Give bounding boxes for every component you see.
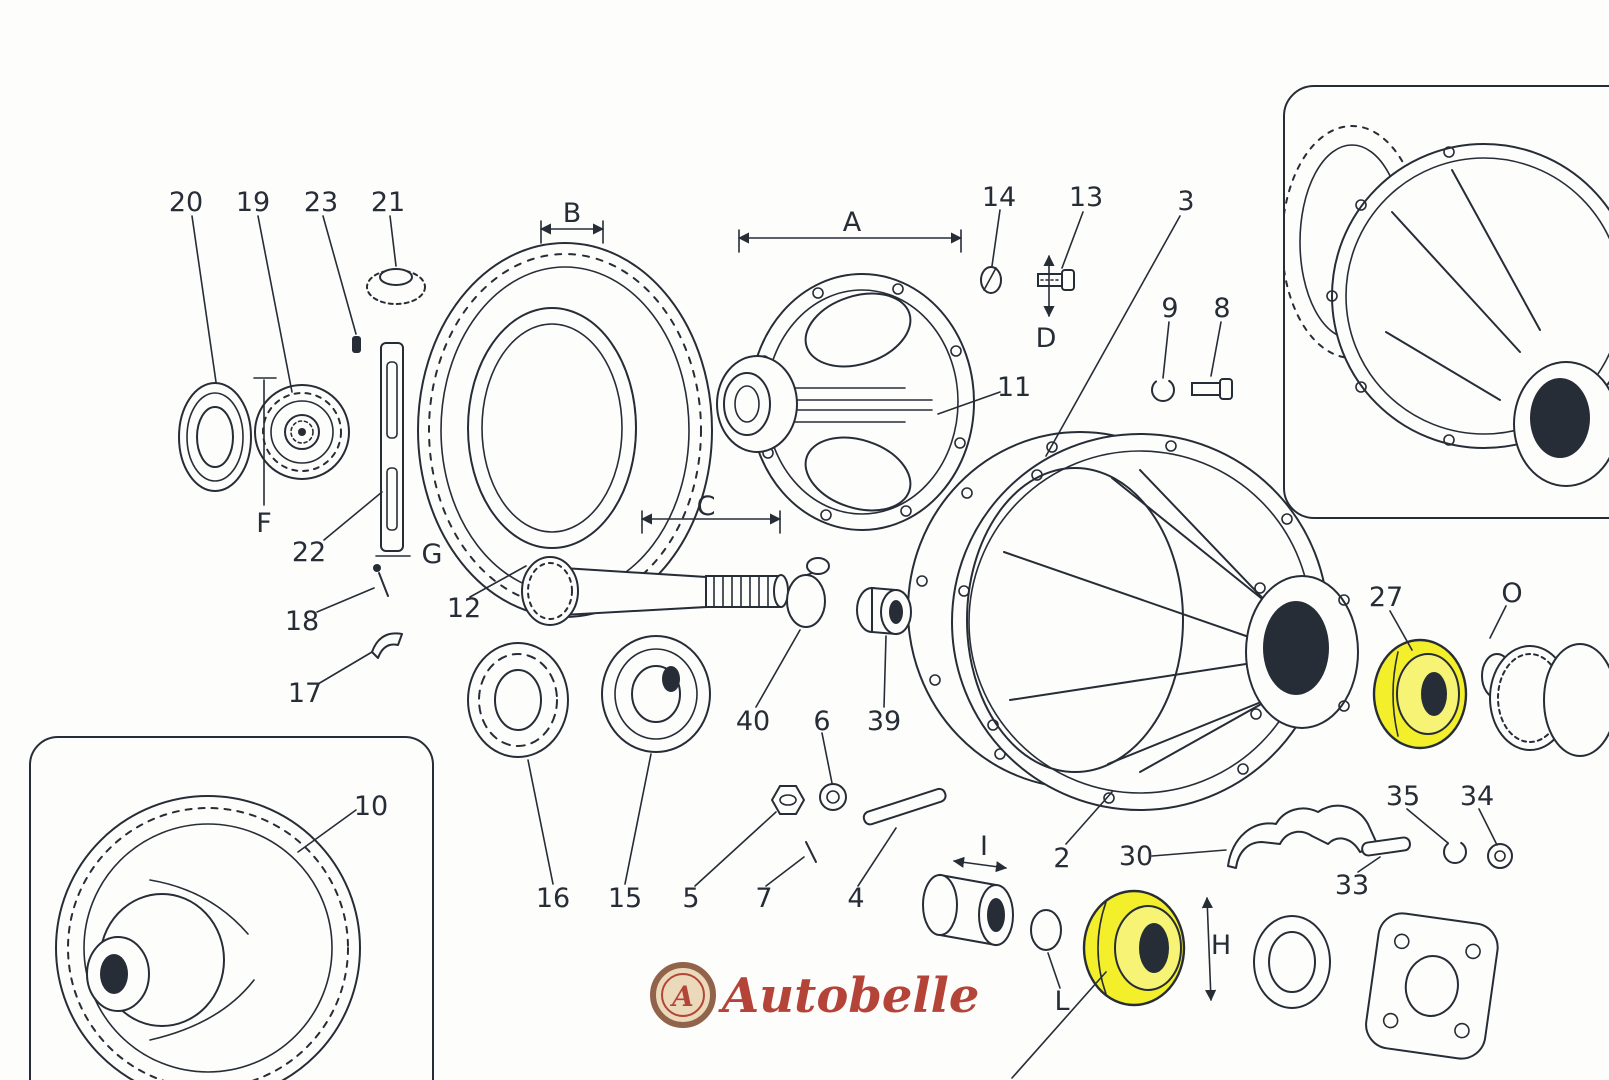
part-label-9: 9: [1161, 293, 1178, 324]
part-label-23: 23: [304, 187, 338, 218]
autobelle-monogram: A: [669, 980, 694, 1013]
part-label-11: 11: [997, 372, 1031, 403]
ref-label-C: C: [697, 491, 716, 522]
part-label-27: 27: [1369, 582, 1403, 613]
part-label-20: 20: [169, 187, 203, 218]
oil-seal: [1253, 915, 1331, 1009]
ref-label-O: O: [1501, 578, 1522, 609]
part-label-18: 18: [285, 606, 319, 637]
part-label-17: 17: [288, 678, 322, 709]
lock-pin-23: [352, 336, 361, 353]
dimension-lines: [253, 220, 1217, 1002]
part-label-3: 3: [1177, 186, 1194, 217]
part-label-13: 13: [1069, 182, 1103, 213]
part-label-34: 34: [1460, 781, 1494, 812]
roller-bearing-16: [467, 642, 569, 758]
ref-label-B: B: [563, 198, 582, 229]
pinion-bevel-gear-21: [366, 268, 426, 305]
crown-ring-gear: [417, 242, 713, 618]
oil-slinger-40: [786, 557, 830, 628]
autobelle-brand-text: Autobelle: [718, 968, 979, 1024]
part-label-10: 10: [354, 791, 388, 822]
ref-label-G: G: [422, 539, 443, 570]
part-label-15: 15: [608, 883, 642, 914]
pinion-nut-5: [770, 785, 806, 815]
part-label-14: 14: [982, 182, 1016, 213]
ball-bearing-15: [601, 635, 711, 753]
backing-plate: [1365, 912, 1499, 1060]
part-label-21: 21: [371, 187, 405, 218]
part-label-5: 5: [682, 883, 699, 914]
spacer-cylinder-I: [922, 873, 1014, 947]
bearing-hub-highlighted: [1082, 889, 1186, 1007]
part-label-16: 16: [536, 883, 570, 914]
autobelle-watermark: A Autobelle: [650, 962, 979, 1028]
part-label-40: 40: [736, 706, 770, 737]
inset-border: [29, 736, 434, 1080]
shaft-plate-22: [380, 342, 404, 552]
nut-34: [1487, 843, 1513, 869]
snap-ring-9: [1151, 378, 1175, 402]
lock-tab-17: [371, 632, 403, 659]
clip-14: [980, 266, 1002, 294]
washer-6: [819, 783, 847, 811]
pinion-shaft: [521, 556, 789, 626]
inset-panel-bottom-left: [29, 736, 434, 1080]
part-label-4: 4: [847, 883, 864, 914]
ref-label-I: I: [980, 831, 988, 862]
part-label-30: 30: [1119, 841, 1153, 872]
dowel-pin-33: [1361, 836, 1411, 857]
bolt-13: [1037, 269, 1075, 291]
axle-housing: [951, 433, 1359, 811]
part-label-19: 19: [236, 187, 270, 218]
thrust-washer-20: [178, 382, 252, 492]
part-label-39: 39: [867, 706, 901, 737]
ref-label-L: L: [1054, 986, 1069, 1017]
cotter-pin-7: [805, 841, 817, 863]
companion-flange-O: [1481, 643, 1609, 757]
ref-label-D: D: [1036, 323, 1057, 354]
part-label-22: 22: [292, 537, 326, 568]
autobelle-logo-inner-ring: [661, 973, 705, 1017]
spacer-sleeve-39: [856, 586, 912, 636]
side-gear-19: [254, 384, 350, 480]
part-label-35: 35: [1386, 781, 1420, 812]
side-bearing-27-highlighted: [1372, 638, 1468, 750]
snap-ring-35: [1443, 840, 1467, 864]
ref-label-F: F: [256, 508, 272, 539]
part-label-2: 2: [1053, 843, 1070, 874]
ref-label-A: A: [843, 207, 862, 238]
split-pin-18: [373, 564, 389, 597]
part-label-12: 12: [447, 593, 481, 624]
inset-panel-top-right: [1283, 85, 1609, 519]
leader-lines: [191, 209, 1507, 1079]
bearing-cap-bracket-30: [1227, 804, 1379, 869]
seal-ring-L: [1030, 909, 1062, 951]
bolt-8: [1191, 378, 1233, 400]
key-4: [862, 787, 947, 826]
differential-carrier: [716, 273, 975, 531]
part-label-6: 6: [813, 706, 830, 737]
part-label-33: 33: [1335, 870, 1369, 901]
inset-border: [1283, 85, 1609, 519]
part-labels: 20 19 23 21 B A 14 13 3 9 8 11 D F 22 G …: [169, 182, 1523, 1017]
part-label-7: 7: [755, 883, 772, 914]
part-label-8: 8: [1213, 293, 1230, 324]
inset-bevel-gear: [55, 795, 361, 1080]
ref-label-H: H: [1211, 930, 1231, 961]
